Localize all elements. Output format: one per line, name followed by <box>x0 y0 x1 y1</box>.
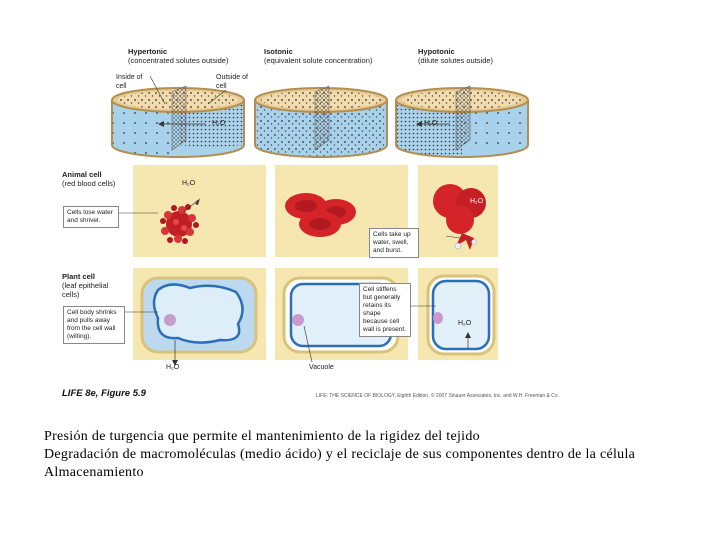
callout-animal-hypertonic: Cells lose water and shrivel. <box>63 206 119 228</box>
column-header-hypotonic: Hypotonic (dilute solutes outside) <box>418 47 493 65</box>
panel-plant-hypertonic <box>133 268 266 360</box>
row-title: Animal cell <box>62 170 102 179</box>
text-line: Almacenamiento <box>44 465 144 480</box>
column-header-hypertonic: Hypertonic (concentrated solutes outside… <box>128 47 228 65</box>
water-label-dish-hypotonic: H₂O <box>424 120 438 127</box>
column-title: Isotonic <box>264 47 293 56</box>
osmosis-figure: Hypertonic (concentrated solutes outside… <box>62 47 560 399</box>
water-label-plant-hypotonic: H₂O <box>458 320 472 327</box>
row-subtitle: (leaf epithelial cells) <box>62 281 109 299</box>
row-subtitle: (red blood cells) <box>62 179 116 188</box>
row-label-animal-cell: Animal cell (red blood cells) <box>62 170 115 188</box>
column-subtitle: (dilute solutes outside) <box>418 56 494 65</box>
water-label-animal-hypotonic: H₂O <box>470 198 484 205</box>
row-label-plant-cell: Plant cell (leaf epithelial cells) <box>62 272 122 299</box>
water-label-animal-hypertonic: H₂O <box>182 180 196 187</box>
panel-animal-hypertonic <box>133 165 266 257</box>
dish-hypertonic <box>111 75 245 158</box>
text-line: Presión de turgencia que permite el mant… <box>44 429 480 444</box>
column-title: Hypertonic <box>128 47 168 56</box>
body-text: Presión de turgencia que permite el mant… <box>44 428 684 482</box>
water-label-dish-hypertonic: H₂O <box>212 120 226 127</box>
callout-animal-hypotonic: Cells take up water, swell, and burst. <box>369 228 419 258</box>
callout-plant-hypertonic: Cell body shrinks and pulls away from th… <box>63 306 125 344</box>
normal-red-blood-cells <box>285 193 356 237</box>
panel-plant-hypotonic <box>418 268 498 360</box>
column-header-isotonic: Isotonic (equivalent solute concentratio… <box>264 47 372 65</box>
column-title: Hypotonic <box>418 47 455 56</box>
dish-isotonic <box>254 85 388 158</box>
vacuole-label: Vacuole <box>309 364 334 371</box>
figure-credit: LIFE: THE SCIENCE OF BIOLOGY, Eighth Edi… <box>316 393 560 399</box>
outside-of-cell-label: Outside of cell <box>216 74 248 90</box>
callout-plant-hypotonic: Cell stiffens but generally retains its … <box>359 283 411 337</box>
text-line: Degradación de macromoléculas (medio áci… <box>44 447 636 462</box>
dish-hypotonic <box>395 85 529 158</box>
row-title: Plant cell <box>62 272 95 281</box>
inside-of-cell-label: Inside of cell <box>116 74 143 90</box>
shrivelled-red-blood-cell <box>160 204 199 244</box>
column-subtitle: (concentrated solutes outside) <box>128 56 229 65</box>
bursting-red-blood-cell <box>433 184 486 250</box>
figure-caption: LIFE 8e, Figure 5.9 <box>62 388 146 399</box>
water-label-plant-hypertonic: H₂O <box>166 364 180 371</box>
column-subtitle: (equivalent solute concentration) <box>264 56 373 65</box>
